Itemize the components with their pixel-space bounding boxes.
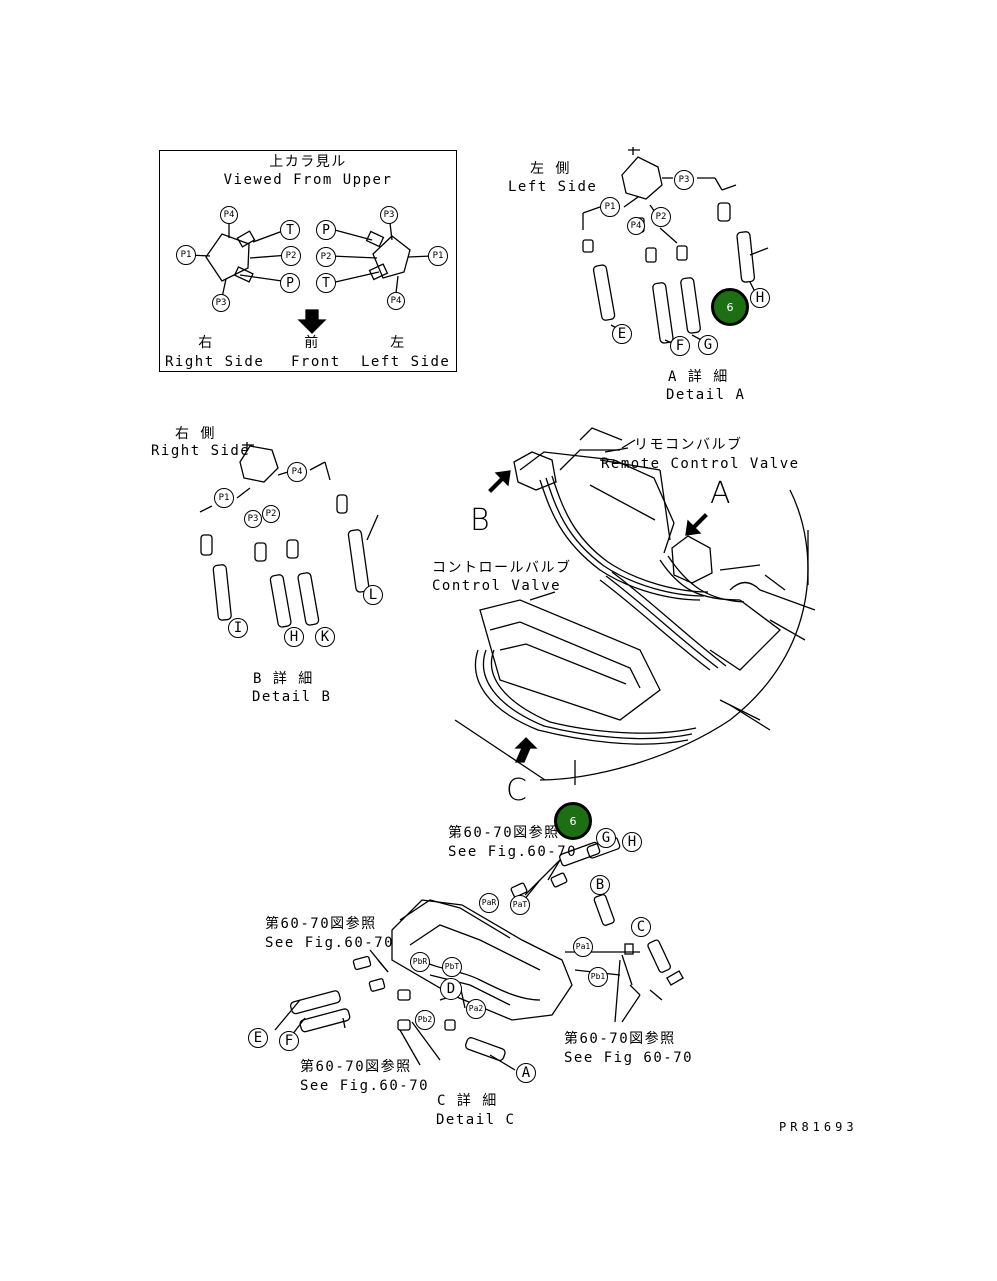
see-fig-bottom-jp: 第60-70図参照 [300, 1059, 412, 1075]
circled-label-pb1: Pb1 [588, 967, 608, 987]
inset-left-jp: 左 [390, 335, 406, 351]
inset-valve-right [330, 222, 433, 294]
circled-label-p3: P3 [380, 206, 398, 224]
circled-label-p: P [280, 273, 300, 293]
circled-label-pbr: PbR [410, 952, 430, 972]
detail-b-title-en: Detail B [252, 689, 332, 705]
circled-label-pa2: Pa2 [466, 999, 486, 1019]
see-fig-right-jp: 第60-70図参照 [564, 1031, 676, 1047]
circled-label-p1: P1 [600, 197, 620, 217]
view-b-arrow [488, 470, 511, 493]
circled-label-p3: P3 [212, 294, 230, 312]
circled-label-e: E [248, 1028, 268, 1048]
circled-label-g: G [596, 828, 616, 848]
detail-a-side-jp: 左 側 [530, 161, 571, 177]
see-fig-left-en: See Fig.60-70 [265, 935, 395, 951]
circled-label-p1: P1 [428, 246, 448, 266]
detail-a-side-en: Left Side [508, 179, 598, 195]
control-valve-en: Control Valve [432, 578, 562, 594]
circled-label-p1: P1 [214, 488, 234, 508]
circled-label-l: L [363, 585, 383, 605]
circled-label-c: C [631, 917, 651, 937]
circled-label-par: PaR [479, 893, 499, 913]
inset-left-en: Left Side [361, 354, 451, 370]
detail-c-title-jp: C 詳 細 [437, 1093, 498, 1109]
inset-right-en: Right Side [165, 354, 265, 370]
main-machine-art [454, 427, 816, 785]
circled-label-p3: P3 [674, 170, 694, 190]
see-fig-top-en: See Fig.60-70 [448, 844, 578, 860]
see-fig-right-en: See Fig 60-70 [564, 1050, 694, 1066]
circled-label-g: G [698, 335, 718, 355]
remote-control-valve-jp: リモコンバルブ [634, 437, 743, 453]
circled-label-p4: P4 [387, 292, 405, 310]
circled-label-a: A [516, 1063, 536, 1083]
detail-b-side-jp: 右 側 [175, 426, 216, 442]
circled-label-p4: P4 [627, 217, 645, 235]
part-callout-6-detail-c[interactable]: 6 [554, 802, 592, 840]
detail-a-art [582, 147, 769, 346]
circled-label-p4: P4 [220, 206, 238, 224]
circled-label-e: E [612, 324, 632, 344]
inset-right-jp: 右 [198, 335, 214, 351]
part-callout-6-detail-a[interactable]: 6 [711, 288, 749, 326]
view-c-letter: C [506, 773, 529, 808]
view-c-arrow [514, 737, 538, 763]
inset-title-en: Viewed From Upper [223, 172, 393, 188]
viewed-from-upper-inset [159, 150, 457, 372]
circled-label-p3: P3 [244, 510, 262, 528]
circled-label-p1: P1 [176, 245, 196, 265]
circled-label-h: H [622, 832, 642, 852]
circled-label-b: B [590, 875, 610, 895]
drawing-number: PR81693 [779, 1120, 858, 1134]
front-arrow [297, 309, 327, 334]
detail-b-art [199, 442, 379, 628]
inset-front-en: Front [291, 354, 341, 370]
control-valve-jp: コントロールバルブ [432, 560, 572, 576]
detail-a-title-en: Detail A [666, 387, 746, 403]
circled-label-i: I [228, 618, 248, 638]
circled-label-pa1: Pa1 [573, 937, 593, 957]
see-fig-top-jp: 第60-70図参照 [448, 825, 560, 841]
view-b-letter: B [470, 503, 492, 538]
circled-label-p2: P2 [281, 246, 301, 266]
circled-label-h: H [750, 288, 770, 308]
circled-label-t: T [316, 273, 336, 293]
circled-label-p2: P2 [262, 505, 280, 523]
circled-label-f: F [670, 336, 690, 356]
circled-label-f: F [279, 1031, 299, 1051]
inset-title-jp: 上カラ見ル [269, 154, 347, 170]
see-fig-left-jp: 第60-70図参照 [265, 916, 377, 932]
circled-label-p2: P2 [651, 207, 671, 227]
view-a-arrow [685, 513, 708, 536]
see-fig-bottom-en: See Fig.60-70 [300, 1078, 430, 1094]
detail-b-title-jp: B 詳 細 [253, 671, 314, 687]
remote-control-valve-en: Remote Control Valve [601, 456, 800, 472]
circled-label-h: H [284, 627, 304, 647]
circled-label-d: D [440, 978, 462, 1000]
circled-label-pbt: PbT [442, 957, 462, 977]
circled-label-p4: P4 [287, 462, 307, 482]
circled-label-pb2: Pb2 [415, 1010, 435, 1030]
circled-label-k: K [315, 627, 335, 647]
view-a-letter: A [710, 476, 733, 511]
circled-label-t: T [280, 220, 300, 240]
circled-label-p2: P2 [316, 247, 336, 267]
detail-c-title-en: Detail C [436, 1112, 516, 1128]
detail-a-title-jp: A 詳 細 [668, 369, 729, 385]
detail-b-side-en: Right Side [151, 443, 251, 459]
circled-label-pat: PaT [510, 895, 530, 915]
inset-front-jp: 前 [304, 335, 320, 351]
circled-label-p: P [316, 220, 336, 240]
